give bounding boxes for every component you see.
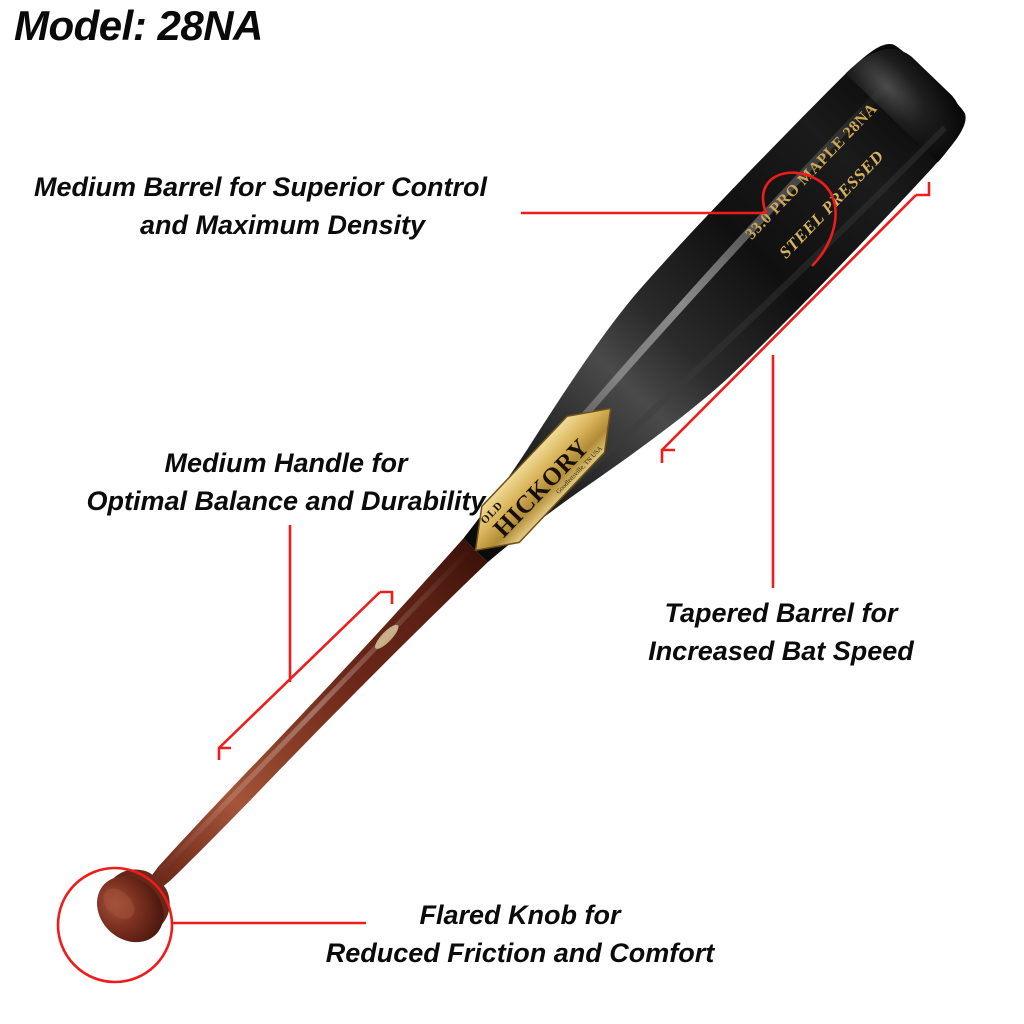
logo-banner-shape	[474, 407, 612, 552]
bat-knob	[97, 876, 164, 943]
callout-flared-knob-line2: Reduced Friction and Comfort	[325, 938, 715, 969]
bat-handle	[101, 538, 488, 938]
callout-tapered-barrel-line2: Increased Bat Speed	[648, 636, 914, 667]
bat-body: OLD HICKORY Goodlettsville, TN USA 33.0 …	[97, 44, 966, 943]
callout-flared-knob: Flared Knob for Reduced Friction and Com…	[286, 896, 754, 973]
bracket-cap-taper-lower	[660, 448, 675, 463]
callout-medium-handle-line1: Medium Handle for	[164, 448, 408, 478]
callout-medium-barrel-line2: and Maximum Density	[140, 210, 426, 241]
barrel-end-cap	[845, 49, 961, 163]
wood-grain-mark	[375, 624, 399, 649]
callout-medium-handle-line2: Optimal Balance and Durability	[86, 486, 486, 517]
callout-tapered-barrel: Tapered Barrel for Increased Bat Speed	[608, 594, 954, 671]
bracket-cap-handle-lower	[217, 746, 231, 760]
callout-medium-handle: Medium Handle for Optimal Balance and Du…	[66, 444, 506, 521]
barrel-highlight	[482, 82, 890, 534]
circle-flared-knob	[56, 866, 174, 984]
callout-flared-knob-line1: Flared Knob for	[419, 900, 621, 930]
bracket-tapered-barrel	[661, 194, 917, 451]
callout-tapered-barrel-line1: Tapered Barrel for	[664, 598, 898, 628]
arc-medium-barrel	[761, 171, 837, 267]
handle-highlight	[151, 545, 475, 881]
knob-highlight	[103, 888, 135, 919]
callout-medium-barrel: Medium Barrel for Superior Control and M…	[34, 168, 487, 245]
bracket-cap-handle-upper	[380, 590, 394, 604]
page-title: Model: 28NA	[14, 2, 263, 49]
bracket-medium-handle	[218, 591, 381, 749]
bracket-cap-taper-upper	[916, 182, 931, 197]
callout-medium-barrel-line1: Medium Barrel for Superior Control	[34, 172, 488, 202]
